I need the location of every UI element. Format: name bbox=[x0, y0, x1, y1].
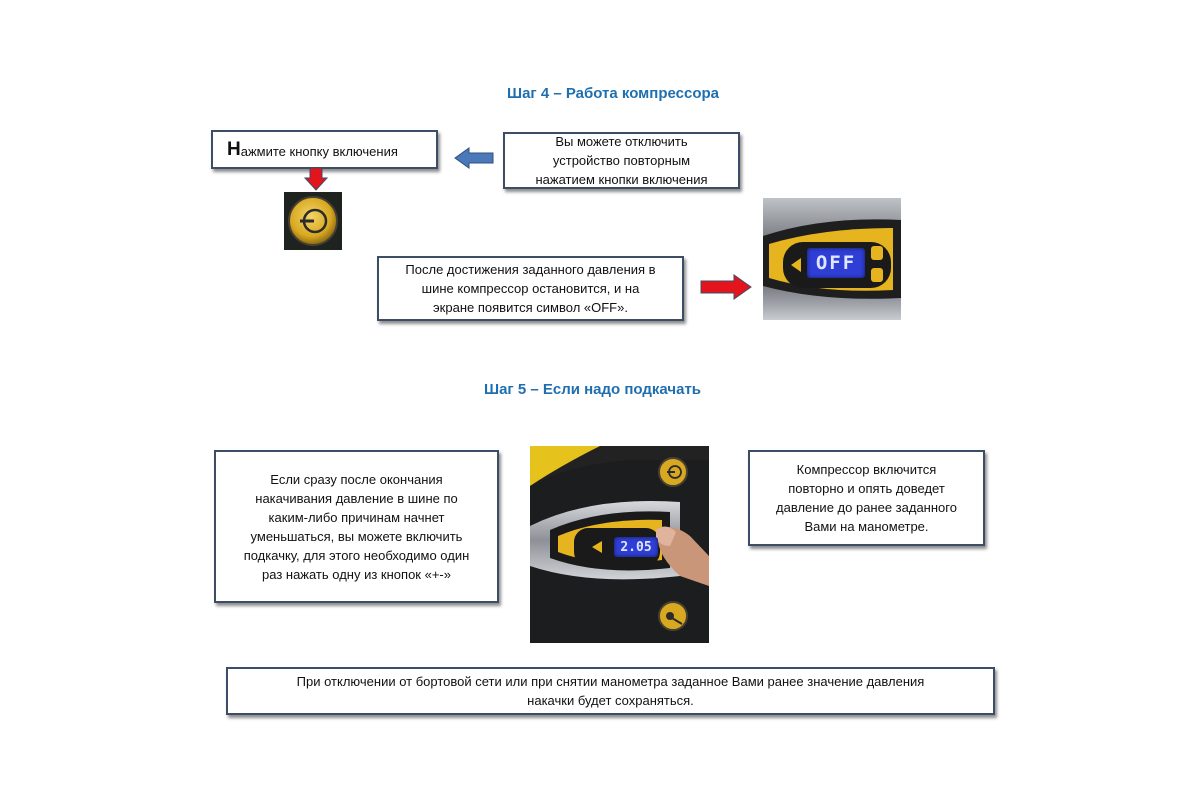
repump-line2: накачивания давление в шине по bbox=[255, 490, 458, 506]
after-line2: шине компрессор остановится, и на bbox=[421, 281, 640, 296]
footer-line1: При отключении от бортовой сети или при … bbox=[296, 674, 925, 689]
repump-line1: Если сразу после окончания bbox=[270, 471, 443, 487]
disable-line2: устройство повторным bbox=[552, 153, 691, 168]
restart-line1: Компрессор включится bbox=[796, 462, 937, 477]
disable-line1: Вы можете отключить bbox=[555, 134, 688, 149]
step4-title: Шаг 4 – Работа компрессора bbox=[507, 85, 719, 102]
disable-info-box: Вы можете отключить устройство повторным… bbox=[503, 132, 740, 189]
restart-line3: давление до ранее заданного bbox=[776, 500, 957, 515]
off-display-photo: OFF bbox=[763, 198, 901, 320]
repump-line3: каким-либо причинам начнет bbox=[268, 509, 445, 525]
step5-title: Шаг 5 – Если надо подкачать bbox=[484, 381, 702, 398]
off-lcd-display: OFF bbox=[807, 248, 865, 278]
after-pressure-box: После достижения заданного давления в ши… bbox=[377, 256, 684, 321]
restart-line2: повторно и опять доведет bbox=[788, 481, 945, 496]
power-button-photo bbox=[284, 192, 342, 250]
disable-line3: нажатием кнопки включения bbox=[535, 172, 708, 187]
device-photo: 2.05 bbox=[530, 446, 709, 643]
arrow-down-icon bbox=[304, 167, 328, 191]
press-first-letter: Н bbox=[227, 139, 241, 160]
repump-line5: подкачку, для этого необходимо один bbox=[243, 547, 470, 563]
restart-info-box: Компрессор включится повторно и опять до… bbox=[748, 450, 985, 546]
after-line1: После достижения заданного давления в bbox=[405, 262, 656, 277]
after-line3: экране появится символ «OFF». bbox=[433, 300, 628, 315]
arrow-right-icon bbox=[700, 274, 752, 300]
repump-line4: уменьшаться, вы можете включить bbox=[250, 528, 463, 544]
repump-info-box: Если сразу после окончания накачивания д… bbox=[214, 450, 499, 603]
footer-note-box: При отключении от бортовой сети или при … bbox=[226, 667, 995, 715]
press-text: ажмите кнопку включения bbox=[240, 143, 398, 159]
repump-line6: раз нажать одну из кнопок «+-» bbox=[262, 566, 451, 582]
footer-line2: накачки будет сохраняться. bbox=[527, 693, 694, 708]
arrow-left-icon bbox=[454, 147, 494, 169]
power-icon bbox=[288, 196, 338, 246]
restart-line4: Вами на манометре. bbox=[804, 519, 929, 534]
pressure-lcd-display: 2.05 bbox=[614, 537, 658, 557]
